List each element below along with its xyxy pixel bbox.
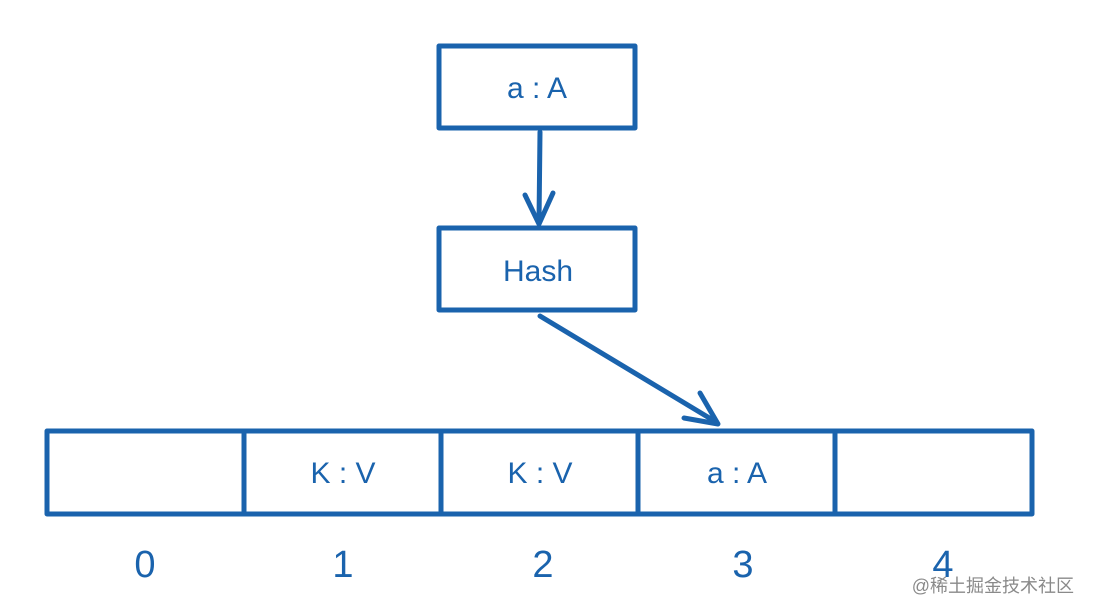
watermark: @稀土掘金技术社区 <box>912 576 1074 596</box>
arrow-hash-to-bucket <box>537 313 721 427</box>
bucket-1-content: K : V <box>310 457 375 490</box>
bucket-3-index: 3 <box>732 544 753 586</box>
input-node-box <box>436 43 638 131</box>
bucket-2-index: 2 <box>532 544 553 586</box>
bucket-1-index: 1 <box>332 544 353 586</box>
bucket-3-content: a : A <box>707 457 767 490</box>
input-node-label: a : A <box>507 72 567 105</box>
bucket-0-index: 0 <box>134 544 155 586</box>
bucket-4-index: 4 <box>932 544 953 586</box>
input-node: a : A <box>436 43 638 131</box>
hash-node-label: Hash <box>503 255 573 288</box>
bucket-indices: 0 1 2 3 4 <box>134 544 953 586</box>
arrow-input-to-hash-head <box>522 190 556 227</box>
bucket-array: K : V K : V a : A <box>44 428 1035 517</box>
hash-node: Hash <box>436 225 638 313</box>
bucket-array-outline <box>44 428 1035 517</box>
arrow-input-to-hash-line <box>536 129 543 225</box>
hash-node-box <box>436 225 638 313</box>
arrow-input-to-hash <box>522 129 556 227</box>
arrow-hash-to-bucket-line <box>537 313 719 425</box>
arrow-hash-to-bucket-head <box>681 390 721 427</box>
bucket-2-content: K : V <box>507 457 572 490</box>
